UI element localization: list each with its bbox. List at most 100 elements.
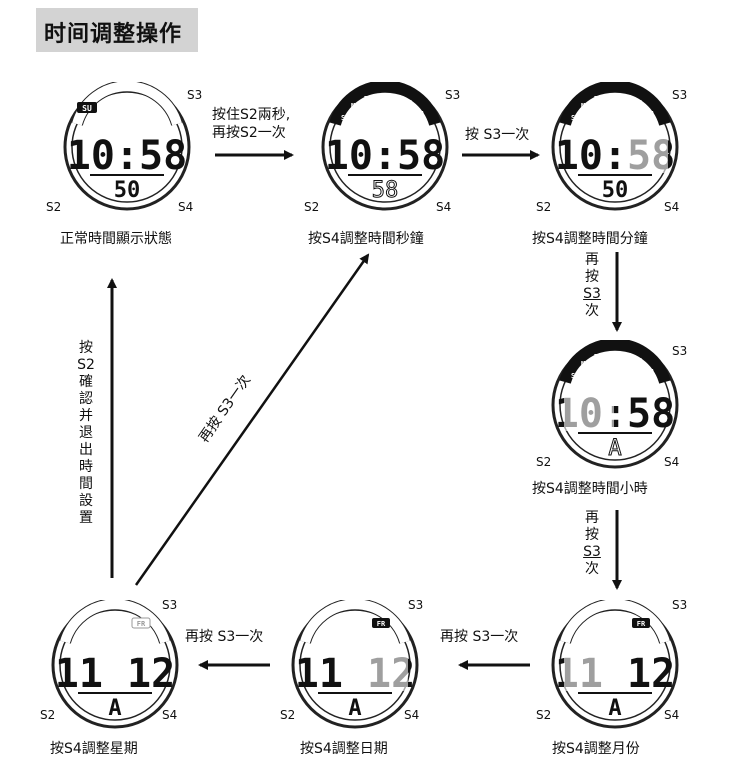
day-sa: SA [416, 110, 425, 118]
day-label: FR [637, 620, 646, 628]
step-char: 按 [585, 527, 599, 543]
btn-s3-w7: S3 [162, 598, 178, 612]
step-char: 再 [585, 510, 599, 526]
step-hold-s2-line1: 按住S2兩秒, [212, 107, 291, 123]
step-char: 按 [79, 340, 93, 356]
step-char: 次 [585, 303, 599, 319]
caption-w4: 按S4調整時間小時 [532, 481, 648, 497]
btn-s4-w3: S4 [664, 200, 680, 214]
step-char: S3 [583, 286, 601, 302]
watch-normal: SU 10:58 50 [63, 82, 191, 211]
day-badge [77, 102, 97, 113]
day-mo: MO [581, 360, 589, 368]
step-char: 設 [79, 493, 93, 509]
step-char: 確 [79, 374, 93, 390]
day-fr: FR [634, 357, 643, 365]
btn-s4-w7: S4 [162, 708, 178, 722]
day-th: TH [391, 94, 399, 102]
step-char: 置 [79, 510, 93, 526]
step-char: 再 [585, 252, 599, 268]
day-su: SU [571, 372, 579, 380]
day-label: FR [137, 620, 146, 628]
watch-date: FR 11 12 A [291, 600, 419, 729]
step-press-s3-2: 再 按 S3 次 [582, 252, 602, 320]
day-we: WE [607, 93, 615, 101]
main-digits: 10:58 [67, 133, 187, 179]
step-char: 時 [79, 459, 93, 475]
btn-s4-w6: S4 [404, 708, 420, 722]
step-char: 退 [79, 425, 93, 441]
step-char: 出 [79, 442, 93, 458]
btn-s3-w5: S3 [672, 598, 688, 612]
day-mo: MO [351, 102, 359, 110]
watch-seconds: SU MO TU WE TH FR SA 10:58 58 [321, 82, 449, 211]
btn-s2-w1: S2 [46, 200, 62, 214]
arrow-w7-to-w2 [134, 253, 370, 586]
step-char: 按 [585, 269, 599, 285]
title-box: 时间调整操作 [36, 8, 198, 52]
btn-s3-w1: S3 [187, 88, 203, 102]
btn-s2-w7: S2 [40, 708, 56, 722]
step-hold-s2-line2: 再按S2一次 [212, 125, 286, 141]
day-ring: SU [77, 102, 97, 113]
caption-w6: 按S4調整日期 [300, 741, 388, 757]
watch-minutes: SU MO TU WE TH FR SA 10:58 50 [551, 82, 679, 211]
day-sa: SA [646, 110, 655, 118]
sub-digits: 58 [372, 178, 399, 203]
sub-digits: 50 [114, 178, 141, 203]
step-press-s3-5: 再按 S3一次 [185, 629, 264, 645]
day-su: SU [571, 114, 579, 122]
step-char: 認 [79, 391, 93, 407]
day-su: SU [341, 114, 349, 122]
btn-s3-w6: S3 [408, 598, 424, 612]
btn-s3-w3: S3 [672, 88, 688, 102]
caption-w2: 按S4調整時間秒鐘 [308, 231, 424, 247]
btn-s3-w2: S3 [445, 88, 461, 102]
step-press-s3-3: 再 按 S3 次 [582, 510, 602, 578]
main-digits: 11 12 [55, 651, 175, 697]
day-ring: SU MO TU WE TH FR SA [341, 93, 425, 122]
sub-digits: A [108, 696, 121, 721]
day-tu: TU [594, 95, 602, 103]
sub-digits: 50 [602, 178, 629, 203]
caption-w7: 按S4調整星期 [50, 741, 138, 757]
btn-s4-w2: S4 [436, 200, 452, 214]
caption-w3: 按S4調整時間分鐘 [532, 231, 648, 247]
day-we: WE [377, 93, 385, 101]
btn-s2-w6: S2 [280, 708, 296, 722]
watch-hours: SU MO TU WE TH FR SA 10:58 A [551, 340, 679, 469]
sub-digits: A [348, 696, 361, 721]
step-char: 間 [79, 476, 93, 492]
btn-s2-w2: S2 [304, 200, 320, 214]
step-char: S2 [77, 357, 95, 373]
caption-w1: 正常時間顯示狀態 [60, 231, 172, 247]
step-confirm-s2: 按 S2 確 認 并 退 出 時 間 設 置 [76, 340, 96, 527]
btn-s4-w4: S4 [664, 455, 680, 469]
day-label: FR [377, 620, 386, 628]
day-th: TH [621, 352, 629, 360]
step-char: S3 [583, 544, 601, 560]
caption-w5: 按S4調整月份 [552, 741, 640, 757]
day-sa: SA [646, 368, 655, 376]
sub-digits: A [608, 696, 621, 721]
day-ring: SU MO TU WE TH FR SA [571, 93, 655, 122]
btn-s4-w5: S4 [664, 708, 680, 722]
btn-s3-w4: S3 [672, 344, 688, 358]
day-label: SU [82, 104, 92, 113]
btn-s4-w1: S4 [178, 200, 194, 214]
day-tu: TU [594, 353, 602, 361]
btn-s2-w4: S2 [536, 455, 552, 469]
watch-month: FR 11 12 A [551, 600, 679, 729]
day-we: WE [607, 351, 615, 359]
step-char: 次 [585, 561, 599, 577]
day-ring: SU MO TU WE TH FR SA [571, 351, 655, 380]
btn-s2-w5: S2 [536, 708, 552, 722]
step-hold-s2: 按住S2兩秒, 再按S2一次 [212, 106, 290, 142]
day-fr: FR [634, 99, 643, 107]
watch-weekday: FR 11 12 A [51, 600, 179, 729]
day-tu: TU [364, 95, 372, 103]
page-title: 时间调整操作 [44, 22, 183, 47]
day-mo: MO [581, 102, 589, 110]
step-char: 并 [79, 408, 93, 424]
